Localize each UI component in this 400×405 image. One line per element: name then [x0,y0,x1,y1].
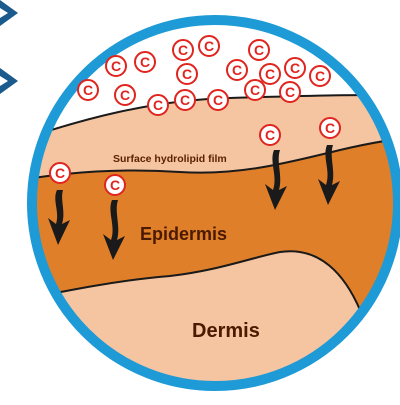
molecule-letter: C [265,127,275,143]
molecule-letter: C [250,82,260,98]
chevron-right-icon [0,68,18,94]
hydrolipid-film-label: Surface hydrolipid film [113,153,227,165]
molecule-letter: C [290,60,300,76]
molecule-letter: C [204,38,214,54]
chevron-right-icon [0,0,18,26]
molecule-letter: C [110,177,120,193]
molecule-letter: C [285,84,295,100]
molecule-letter: C [315,68,325,84]
molecule-letter: C [111,58,121,74]
epidermis-label: Epidermis [140,224,227,244]
molecule-letter: C [182,66,192,82]
molecule-letter: C [213,92,223,108]
molecule-letter: C [254,42,264,58]
molecule-letter: C [232,62,242,78]
molecule-letter: C [153,97,163,113]
molecule-letter: C [140,54,150,70]
molecule-letter: C [83,82,93,98]
molecule-letter: C [178,42,188,58]
molecule-letter: C [120,87,130,103]
molecule-letter: C [180,92,190,108]
dermis-label: Dermis [192,320,260,342]
molecule-letter: C [325,120,335,136]
molecule-letter: C [265,66,275,82]
molecule-letter: C [55,165,65,181]
